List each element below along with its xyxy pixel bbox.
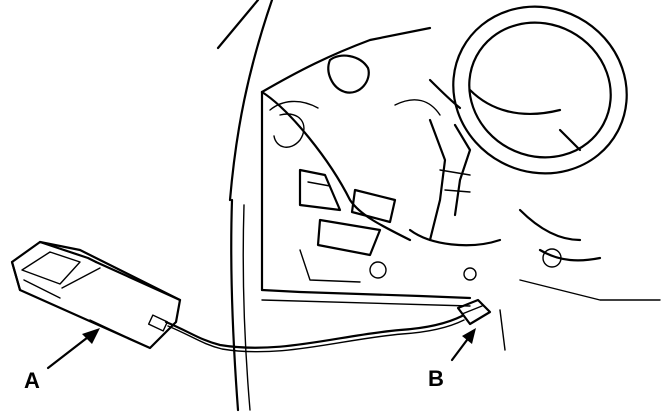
steering-wheel: [394, 5, 628, 247]
dlc-connector: [456, 298, 492, 326]
callout-arrow-b: [450, 328, 476, 362]
windshield-pillar: [216, 0, 274, 412]
dashboard: [260, 26, 661, 351]
cable: [164, 314, 465, 353]
scan-tool-device: [10, 240, 182, 350]
label-b: B: [428, 366, 444, 391]
label-a: A: [24, 368, 40, 393]
callout-arrow-a: [46, 328, 100, 370]
